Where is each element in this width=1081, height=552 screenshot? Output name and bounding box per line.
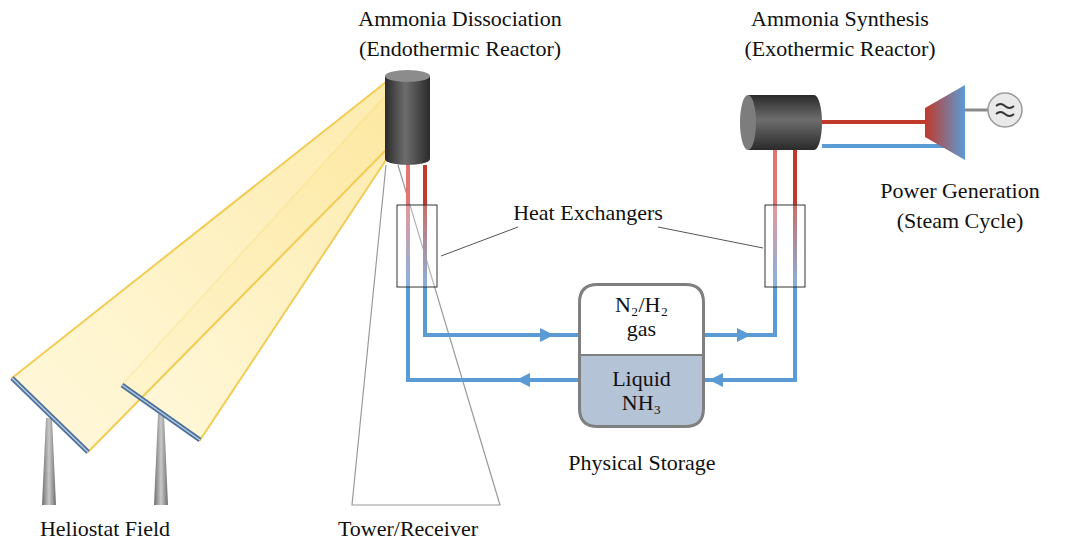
reactor-body	[748, 95, 814, 150]
arrow-head	[540, 328, 554, 342]
label-holder: Heat Exchangers	[498, 198, 678, 228]
label-holder: Heliostat Field	[15, 514, 195, 544]
generator-symbol	[996, 112, 1014, 116]
heliostat-mirror	[122, 385, 200, 440]
heliostat-pedestal	[154, 414, 168, 505]
reactor-cylinder	[740, 95, 822, 150]
reactor-body	[385, 76, 430, 159]
leader-line	[441, 227, 518, 256]
heat-exchanger	[397, 205, 437, 287]
heliostat-pedestal	[42, 418, 56, 505]
endothermic-reactor: Ammonia Dissociation (Endothermic Reacto…	[340, 4, 580, 165]
pipe-connector	[425, 165, 578, 342]
water-line	[822, 144, 946, 148]
pipe-line	[425, 165, 578, 335]
heat-exchanger	[765, 205, 805, 287]
section-label: Heliostat Field	[15, 514, 195, 544]
reactor-cylinder	[385, 70, 430, 165]
reactor-heading: Ammonia Dissociation (Endothermic Reacto…	[340, 4, 580, 64]
heliostat-mirror	[12, 378, 88, 452]
storage-tank: N₂/H₂ gasLiquid NH₃	[578, 283, 705, 428]
liquid-region	[580, 355, 704, 427]
steam-line	[822, 120, 926, 124]
reactor-body	[806, 95, 822, 150]
arrow-head	[516, 373, 530, 387]
exothermic-reactor: Ammonia Synthesis (Exothermic Reactor)	[720, 4, 960, 150]
reactor-heading: Ammonia Synthesis (Exothermic Reactor)	[720, 4, 960, 64]
generator-symbol	[988, 93, 1022, 127]
label-holder: Power Generation (Steam Cycle)	[860, 176, 1060, 236]
section-label: Power Generation (Steam Cycle)	[860, 176, 1060, 236]
label-holder: Tower/Receiver	[298, 514, 518, 544]
light-beam	[12, 82, 386, 452]
tank-content-label: Liquid NH₃	[602, 367, 682, 415]
heliostat-mirror	[12, 378, 88, 452]
arrow-head	[737, 328, 751, 342]
reactor-end	[740, 95, 756, 150]
gas-region	[580, 285, 704, 427]
section-label: Physical Storage	[532, 448, 752, 478]
callout-label: Heat Exchangers	[498, 198, 678, 228]
heliostat-mirror	[122, 385, 200, 440]
reactor-top	[385, 70, 430, 82]
turbine-symbol	[925, 85, 965, 160]
liquid-level	[580, 354, 704, 356]
generator-symbol	[996, 104, 1014, 108]
reactor-body	[385, 153, 430, 165]
leader-line	[658, 227, 763, 248]
label-holder: Physical Storage	[532, 448, 752, 478]
section-label: Tower/Receiver	[298, 514, 518, 544]
tank-border	[580, 285, 704, 427]
tank-content-label: N₂/H₂ gas	[602, 293, 682, 341]
arrow-head	[709, 373, 723, 387]
shaft-line	[965, 109, 988, 112]
